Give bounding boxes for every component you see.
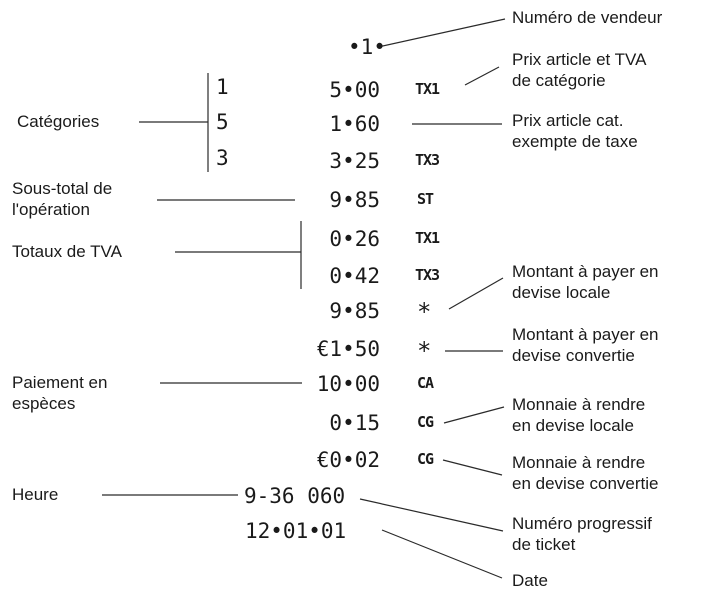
receipt-amount: 1•60 [329,112,380,136]
receipt-amount: €0•02 [316,448,380,472]
label-item-price-exempt: Prix article cat. exempte de taxe [512,111,638,151]
ticket-number-leader [359,498,504,532]
label-date: Date [512,571,548,590]
label-change-local: Monnaie à rendre en devise locale [512,395,646,435]
label-categories: Catégories [17,112,100,131]
date-leader [381,529,503,579]
receipt-time-ticket: 9-36 060 [244,484,346,508]
amount-local-leader [448,277,504,310]
receipt-amount: 0•15 [329,411,380,435]
label-vat-totals: Totaux de TVA [12,242,122,261]
receipt-code: * [417,298,432,326]
receipt-code: CA [417,374,434,392]
receipt-code: TX1 [415,80,440,98]
receipt-amount: 9•85 [329,188,380,212]
receipt-code: TX3 [415,266,440,284]
label-item-price-vat: Prix article et TVA de catégorie [512,50,647,90]
label-cash-payment: Paiement en espèces [12,373,108,413]
label-change-converted: Monnaie à rendre en devise convertie [512,453,659,493]
vendor-number-leader [377,18,506,48]
receipt-code: CG [417,413,434,431]
receipt-code: CG [417,450,434,468]
receipt-amount: 9•85 [329,299,380,323]
label-amount-converted: Montant à payer en devise convertie [512,325,659,365]
receipt-amount: 0•42 [329,264,380,288]
change-local-leader [443,406,505,424]
item-price-vat-leader [464,66,500,86]
receipt-amount: 5•00 [329,78,380,102]
receipt-amount: 10•00 [316,372,380,396]
label-ticket-number: Numéro progressif de ticket [512,514,652,554]
receipt-amount: €1•50 [316,337,380,361]
receipt-category: 3 [216,146,229,170]
change-converted-leader [442,459,503,476]
receipt-code: TX3 [415,151,440,169]
receipt-code: * [417,337,432,365]
label-vendor-number: Numéro de vendeur [512,8,663,27]
receipt-vendor-number: •1• [348,35,386,59]
label-time: Heure [12,485,59,504]
receipt-category: 5 [216,110,229,134]
label-amount-local: Montant à payer en devise locale [512,262,659,302]
receipt-category: 1 [216,75,229,99]
label-subtotal: Sous-total de l'opération [12,179,113,219]
receipt-code: ST [417,190,434,208]
receipt-amount: 3•25 [329,149,380,173]
receipt-amount: 0•26 [329,227,380,251]
receipt-code: TX1 [415,229,440,247]
receipt-date: 12•01•01 [245,519,347,543]
